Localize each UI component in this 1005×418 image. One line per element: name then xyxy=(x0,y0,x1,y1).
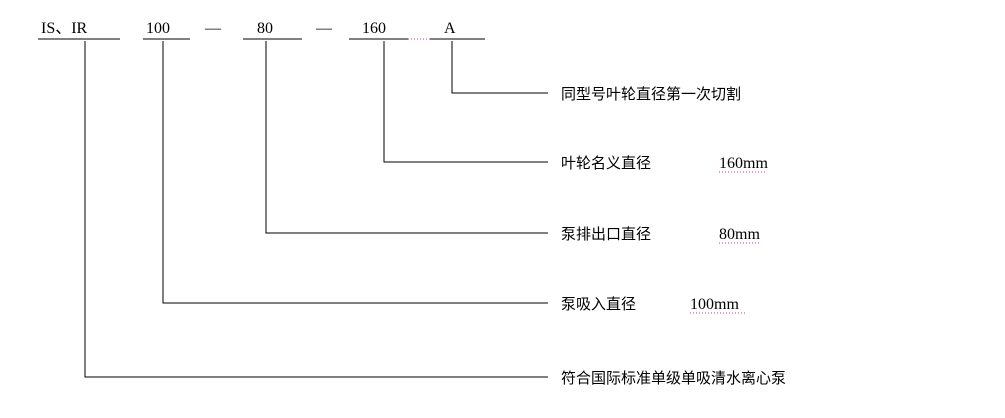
desc-outlet-prefix: 泵排出口直径 xyxy=(561,225,651,243)
code-outlet-diameter: 80 xyxy=(257,20,273,37)
code-dash-2: — xyxy=(315,20,333,37)
code-impeller-diameter: 160 xyxy=(362,20,386,37)
desc-series: 符合国际标准单级单吸清水离心泵 xyxy=(561,369,786,387)
leader-inlet xyxy=(162,41,548,304)
desc-cut: 同型号叶轮直径第一次切割 xyxy=(561,85,741,103)
desc-outlet-value: 80mm xyxy=(719,226,760,243)
leader-cut xyxy=(451,41,548,94)
code-dash-1: — xyxy=(204,20,222,37)
code-inlet-diameter: 100 xyxy=(146,20,170,37)
desc-impeller-value: 160mm xyxy=(719,155,768,172)
desc-inlet-value: 100mm xyxy=(690,296,739,313)
code-cut-mark: A xyxy=(444,20,456,37)
code-series: IS、IR xyxy=(41,20,88,37)
leader-impeller xyxy=(383,41,548,163)
leader-outlet xyxy=(265,41,548,234)
desc-impeller-prefix: 叶轮名义直径 xyxy=(561,154,651,172)
desc-inlet-prefix: 泵吸入直径 xyxy=(561,295,636,313)
leader-series xyxy=(84,41,548,378)
